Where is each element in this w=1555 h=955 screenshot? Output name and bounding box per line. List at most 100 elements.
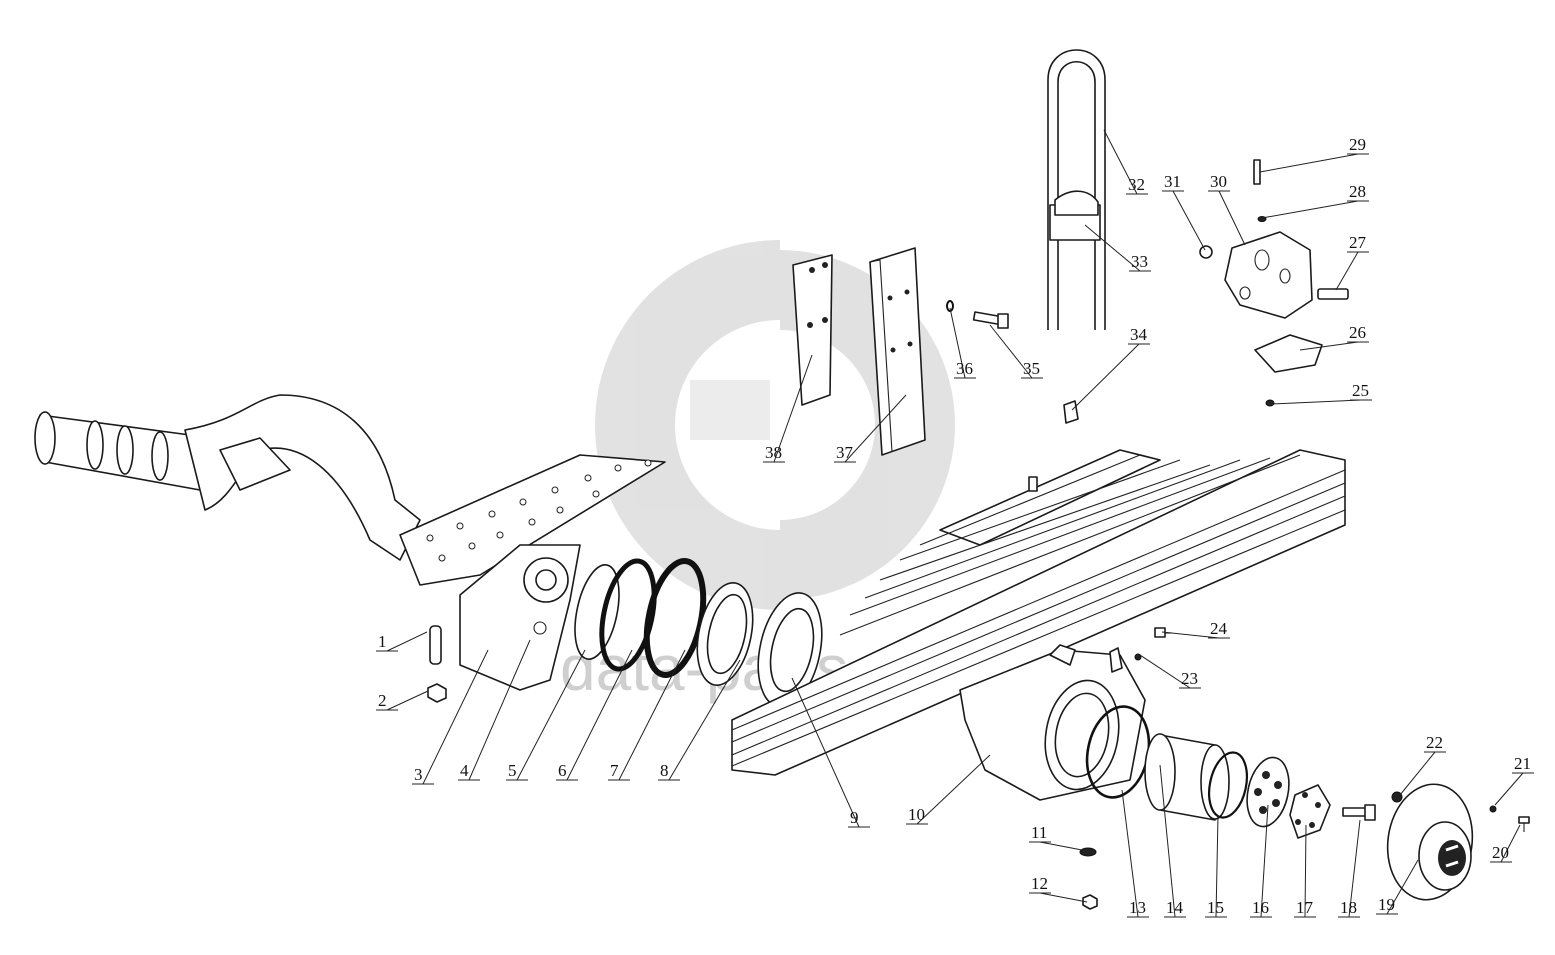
callout-leader (1071, 343, 1140, 411)
callout-leader (1103, 129, 1138, 195)
washer-11 (1079, 847, 1097, 857)
callout-leader (1039, 841, 1083, 851)
callout-21: 21 (1494, 754, 1534, 806)
callout-3: 3 (412, 649, 489, 785)
callout-22: 22 (1399, 733, 1446, 796)
callout-number: 26 (1349, 323, 1366, 342)
callout-31: 31 (1162, 172, 1206, 251)
screw-22 (1391, 791, 1403, 803)
callout-number: 11 (1031, 823, 1047, 842)
ring-7 (696, 582, 754, 686)
callout-leader (1261, 200, 1359, 219)
callout-number: 18 (1340, 898, 1357, 917)
callout-leader (1386, 859, 1419, 915)
callout-leader (916, 754, 991, 825)
nut-12 (1082, 894, 1098, 910)
callout-leader (1159, 764, 1176, 918)
callout-5: 5 (506, 649, 586, 781)
callout-leader (989, 324, 1033, 379)
callout-number: 17 (1296, 898, 1314, 917)
callout-leader (618, 649, 686, 781)
callout-number: 20 (1492, 843, 1509, 862)
axle-arm (34, 394, 421, 561)
callout-leader (1172, 190, 1206, 251)
callout-number: 16 (1252, 898, 1269, 917)
callout-leader (1121, 789, 1139, 918)
callout-number: 23 (1181, 669, 1198, 688)
callout-13: 13 (1121, 789, 1149, 918)
callout-number: 27 (1349, 233, 1367, 252)
ring-8 (757, 592, 823, 708)
callout-number: 21 (1514, 754, 1531, 773)
callout-number: 7 (610, 761, 619, 780)
callout-number: 19 (1378, 895, 1395, 914)
u-bolt (1047, 49, 1106, 330)
bolt-29 (1253, 159, 1261, 185)
callout-1: 1 (376, 631, 428, 652)
callout-number: 25 (1352, 381, 1369, 400)
callout-number: 30 (1210, 172, 1227, 191)
screw-20 (1518, 816, 1530, 832)
callout-number: 36 (956, 359, 973, 378)
callout-leader (566, 649, 633, 781)
callout-14: 14 (1159, 764, 1186, 918)
callout-number: 10 (908, 805, 925, 824)
callout-6: 6 (556, 649, 633, 781)
callout-12: 12 (1029, 874, 1088, 903)
callout-number: 2 (378, 691, 387, 710)
callout-number: 22 (1426, 733, 1443, 752)
callout-28: 28 (1261, 182, 1369, 219)
callout-37: 37 (834, 394, 907, 463)
callout-7: 7 (608, 649, 686, 781)
callout-20: 20 (1490, 824, 1521, 863)
callout-30: 30 (1208, 172, 1246, 246)
callout-number: 29 (1349, 135, 1366, 154)
callout-36: 36 (949, 307, 976, 379)
callout-leader (773, 354, 813, 463)
bearing-housing (959, 644, 1146, 801)
sleeve (1144, 733, 1230, 821)
nut (427, 683, 447, 703)
callout-17: 17 (1294, 824, 1316, 918)
callout-leader (949, 307, 966, 379)
callout-19: 19 (1376, 859, 1419, 915)
hub-cap (1386, 783, 1474, 901)
leaf-spring (731, 449, 1346, 776)
callout-number: 6 (558, 761, 567, 780)
cover-plate-26 (1254, 334, 1323, 373)
callout-number: 24 (1210, 619, 1228, 638)
callout-number: 37 (836, 443, 854, 462)
callout-leader (1348, 819, 1361, 918)
callout-23: 23 (1139, 654, 1201, 689)
callout-leader (1271, 399, 1362, 405)
bracket-30 (1224, 231, 1313, 319)
callout-leader (1084, 224, 1141, 272)
callout-number: 32 (1128, 175, 1145, 194)
callout-leader (1500, 824, 1521, 863)
callout-leader (386, 631, 428, 652)
callout-leader (668, 659, 741, 781)
plate-38 (792, 254, 833, 406)
callout-number: 12 (1031, 874, 1048, 893)
callout-38: 38 (763, 354, 813, 463)
callout-27: 27 (1335, 233, 1369, 291)
pin (429, 625, 442, 665)
callout-leader (1218, 190, 1246, 246)
callout-leader (1260, 804, 1269, 918)
callout-leader (1259, 153, 1359, 173)
spring-hanger (399, 454, 666, 691)
callout-number: 8 (660, 761, 669, 780)
callout-4: 4 (458, 639, 531, 781)
callout-leader (1215, 814, 1219, 918)
callout-leader (516, 649, 586, 781)
callout-number: 4 (460, 761, 469, 780)
callout-number: 34 (1130, 325, 1148, 344)
callout-number: 1 (378, 632, 387, 651)
callout-number: 28 (1349, 182, 1366, 201)
washer-21 (1489, 805, 1497, 813)
grease-nipple-23 (1134, 653, 1142, 661)
ring-5 (599, 558, 657, 672)
callout-leader (1161, 631, 1220, 639)
callout-29: 29 (1259, 135, 1369, 173)
